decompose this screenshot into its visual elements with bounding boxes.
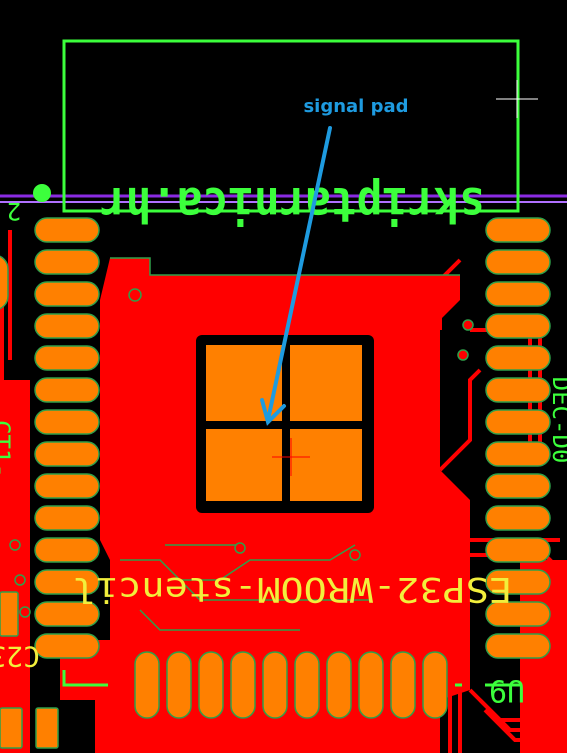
module-silkscreen: ESP32-WROOM-stencil [72, 569, 512, 609]
designator-c23: C23 [0, 640, 40, 673]
pad-row-bottom [134, 651, 448, 719]
center-pad-quadrant [290, 429, 362, 501]
center-crosshair-icon [272, 438, 310, 476]
right-silk-marks: DEC-D0 [547, 377, 567, 464]
origin-crosshair-icon [496, 80, 538, 118]
designator-u9: U9 [489, 672, 525, 707]
side-pads [0, 255, 59, 749]
pad-column-left [34, 217, 100, 659]
module-outline [62, 670, 520, 687]
annotation-arrow-icon [260, 126, 332, 426]
clearance-lines [110, 257, 460, 631]
vias [9, 288, 474, 618]
pad-column-right [485, 217, 551, 659]
signal-pad-label: signal pad [303, 96, 408, 117]
center-pad-quadrant [290, 345, 362, 421]
left-silk-marks: CT1- [0, 420, 15, 478]
board-edge [0, 194, 567, 203]
antenna-keepout-outline [62, 39, 520, 213]
center-pad-quadrant [206, 429, 282, 501]
copper-pour-left [0, 380, 30, 753]
top-left-mark: 2 [7, 197, 21, 225]
pin1-marker [33, 184, 51, 202]
brand-silkscreen: skriptarnica.hr [100, 176, 485, 232]
